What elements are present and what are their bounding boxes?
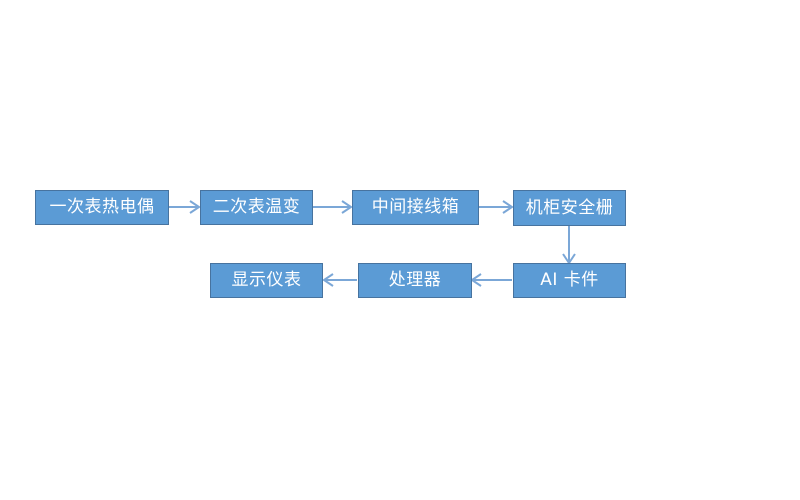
- node-thermocouple[interactable]: 一次表热电偶: [35, 190, 169, 225]
- connector-transmitter-to-junction-box: [313, 200, 353, 214]
- node-junction-box[interactable]: 中间接线箱: [352, 190, 479, 225]
- node-label: AI 卡件: [540, 270, 599, 290]
- node-label: 机柜安全栅: [525, 197, 614, 218]
- node-label: 一次表热电偶: [49, 197, 155, 217]
- node-processor[interactable]: 处理器: [358, 263, 472, 298]
- node-label: 二次表温变: [212, 197, 301, 217]
- node-ai-card[interactable]: AI 卡件: [513, 263, 626, 298]
- connector-ai-card-to-processor: [470, 273, 512, 287]
- connector-processor-to-display-meter: [322, 273, 357, 287]
- node-safety-barrier[interactable]: 机柜安全栅: [513, 190, 626, 226]
- node-label: 显示仪表: [231, 270, 302, 290]
- connector-safety-barrier-to-ai-card: [562, 226, 576, 265]
- connector-junction-box-to-safety-barrier: [479, 200, 514, 214]
- node-display-meter[interactable]: 显示仪表: [210, 263, 323, 298]
- node-transmitter[interactable]: 二次表温变: [200, 190, 313, 225]
- connector-thermocouple-to-transmitter: [169, 200, 201, 214]
- node-label: 中间接线箱: [371, 197, 460, 217]
- node-label: 处理器: [388, 270, 442, 290]
